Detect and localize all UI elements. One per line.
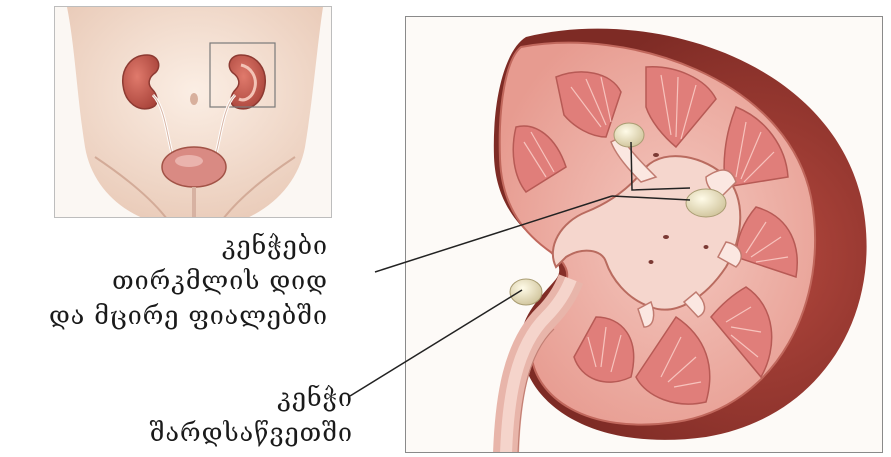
label-ureter-line-2: შარდსაწვეთში [150, 415, 353, 450]
stone-upper-calyx [614, 123, 644, 147]
body-inset-illustration [54, 6, 332, 218]
kidney-cross-section-panel [405, 16, 883, 453]
label-stone-in-ureter: კენჭი შარდსაწვეთში [150, 380, 353, 450]
bladder [162, 147, 226, 187]
navel [190, 93, 198, 105]
label-calyces-line-3: და მცირე ფიალებში [49, 298, 328, 333]
label-ureter-line-1: კენჭი [150, 380, 353, 415]
label-calyces-line-1: კენჭები [49, 228, 328, 263]
stone-ureter [510, 279, 542, 305]
urinary-system-figure [55, 7, 332, 218]
label-calyces-line-2: თირკმლის დიდ [49, 263, 328, 298]
bladder-highlight [175, 155, 203, 167]
stone-major-calyx [686, 189, 726, 217]
label-stones-in-calyces: კენჭები თირკმლის დიდ და მცირე ფიალებში [49, 228, 328, 333]
kidney-cross-section [406, 17, 883, 453]
